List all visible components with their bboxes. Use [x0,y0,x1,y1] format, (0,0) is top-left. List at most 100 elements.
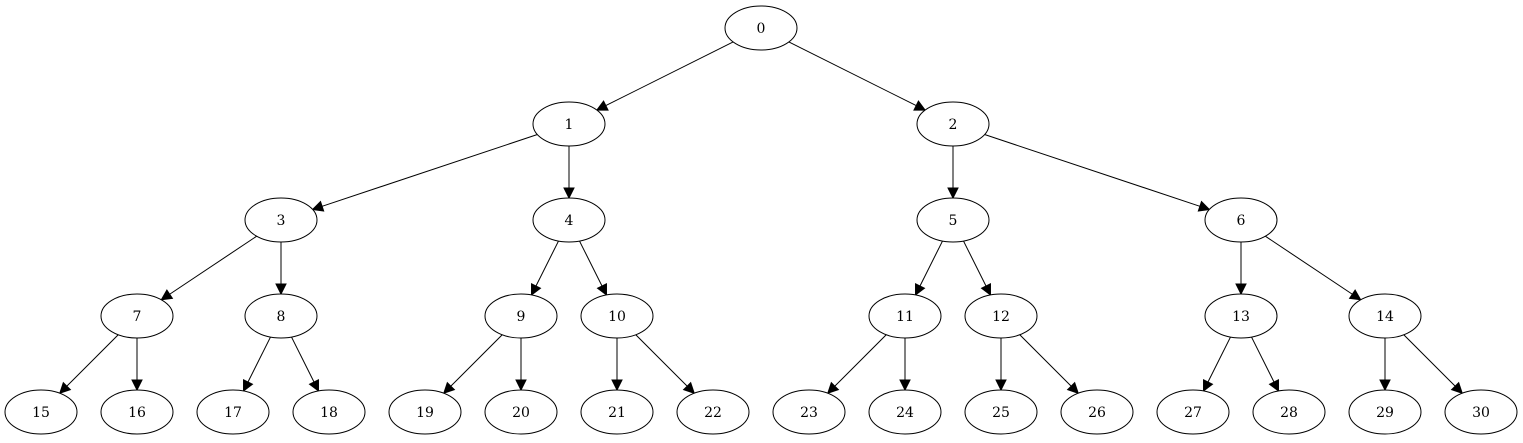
arrowhead-icon [58,381,72,395]
node-27: 27 [1156,389,1230,435]
node-9: 9 [484,293,558,339]
edge-8-17 [243,336,271,392]
node-ellipse [4,389,78,435]
edge-line [1403,334,1456,387]
arrowhead-icon [160,289,174,301]
node-label: 13 [1232,309,1250,325]
node-7: 7 [100,293,174,339]
arrowhead-icon [595,100,609,111]
node-label: 14 [1376,309,1394,325]
node-label: 20 [512,405,530,421]
edge-line [291,336,315,383]
node-ellipse [100,389,174,435]
node-label: 3 [277,213,286,229]
edge-line [1265,235,1353,295]
node-label: 17 [224,405,242,421]
node-14: 14 [1348,293,1422,339]
edge-6-13 [1235,242,1247,296]
arrowhead-icon [913,100,927,111]
edge-6-14 [1265,235,1362,301]
arrowhead-icon [442,381,456,395]
node-28: 28 [1252,389,1326,435]
node-label: 11 [896,309,914,325]
edge-line [834,334,887,387]
edge-10-22 [635,334,696,395]
node-11: 11 [868,293,942,339]
edge-line [605,41,734,107]
arrowhead-icon [995,379,1007,392]
edge-13-27 [1203,336,1231,392]
edge-1-3 [311,134,538,212]
node-label: 2 [949,117,958,133]
arrowhead-icon [611,379,623,392]
arrowhead-icon [131,379,143,392]
edge-line [169,235,257,295]
arrowhead-icon [596,282,607,296]
arrowhead-icon [515,379,527,392]
arrowhead-icon [1066,381,1080,395]
node-29: 29 [1348,389,1422,435]
node-label: 8 [277,309,286,325]
node-ellipse [100,293,174,339]
edge-3-7 [160,235,257,301]
node-ellipse [964,293,1038,339]
node-5: 5 [916,197,990,243]
edge-line [1251,336,1275,383]
arrowhead-icon [1235,283,1247,296]
edge-line [579,240,603,287]
edge-line [66,334,119,387]
arrowhead-icon [947,187,959,200]
arrowhead-icon [311,200,325,212]
arrowhead-icon [275,283,287,296]
node-label: 15 [32,405,50,421]
node-10: 10 [580,293,654,339]
node-17: 17 [196,389,270,435]
edge-4-9 [531,240,559,296]
edge-line [963,240,987,287]
node-label: 27 [1184,405,1202,421]
arrowhead-icon [980,282,991,296]
node-19: 19 [388,389,462,435]
node-ellipse [484,293,558,339]
edge-line [450,334,503,387]
node-label: 16 [128,405,146,421]
arrowhead-icon [915,282,926,296]
node-ellipse [1156,389,1230,435]
node-ellipse [868,293,942,339]
edge-14-30 [1403,334,1464,395]
edge-12-26 [1019,334,1080,395]
edge-3-8 [275,242,287,296]
node-ellipse [196,389,270,435]
node-ellipse [244,293,318,339]
edge-9-20 [515,338,527,392]
arrowhead-icon [682,381,696,395]
arrowhead-icon [308,378,319,392]
node-25: 25 [964,389,1038,435]
node-label: 6 [1237,213,1246,229]
node-ellipse [1444,389,1518,435]
edge-4-10 [579,240,607,296]
node-3: 3 [244,197,318,243]
edge-2-6 [984,134,1211,212]
edge-2-5 [947,146,959,200]
edge-line [1019,334,1072,387]
node-ellipse [532,101,606,147]
node-30: 30 [1444,389,1518,435]
edge-5-12 [963,240,991,296]
node-ellipse [1204,293,1278,339]
arrowhead-icon [1197,200,1211,212]
arrowhead-icon [826,381,840,395]
node-ellipse [1348,293,1422,339]
edge-line [635,334,688,387]
node-label: 22 [704,405,722,421]
node-ellipse [868,389,942,435]
node-label: 26 [1088,405,1106,421]
node-4: 4 [532,197,606,243]
node-26: 26 [1060,389,1134,435]
arrowhead-icon [899,379,911,392]
node-label: 10 [608,309,626,325]
node-20: 20 [484,389,558,435]
node-ellipse [1060,389,1134,435]
edge-0-1 [595,41,734,111]
